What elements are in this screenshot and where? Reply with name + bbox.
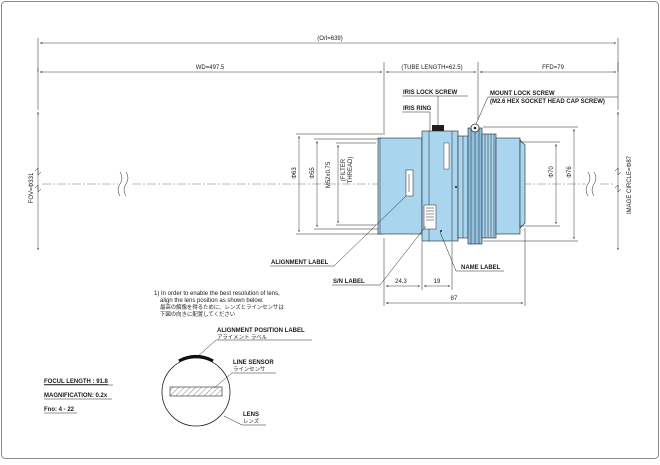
right-diameter-dims (483, 126, 578, 242)
fov-dimension (34, 112, 42, 250)
detail-line-sensor-jp: ラインセンサ (233, 366, 265, 373)
dim-dia-55: Φ55 (310, 167, 316, 179)
spec-magnification: MAGNIFICATION: 0.2x (44, 393, 108, 399)
dim-fov: FOV=Φ331 (29, 172, 35, 203)
callout-iris-lock-screw: IRIS LOCK SCREW (403, 90, 458, 96)
left-diameter-dims (296, 133, 383, 235)
callout-name-label: NAME LABEL (461, 265, 501, 271)
dim-dia-70: Φ70 (549, 166, 555, 178)
detail-alignment-position-label: ALIGNMENT POSITION LABEL (217, 328, 305, 334)
dim-dia-63: Φ63 (292, 167, 298, 179)
detail-lens-jp: レンズ (243, 417, 260, 425)
dim-filter-label-1: (FILTER (341, 158, 347, 181)
dim-image-circle: IMAGE CIRCLE=Φ87 (627, 155, 633, 214)
specs-block: FOCUL LENGTH : 91.8 MAGNIFICATION: 0.2x … (44, 379, 113, 414)
image-circle-dimension (614, 112, 622, 250)
dim-filter-thread: M52x0.75 (326, 161, 332, 188)
dim-dia-76: Φ76 (567, 166, 573, 178)
dim-filter-label-2: THREAD) (348, 157, 354, 184)
dim-len-24-3: 24.3 (395, 279, 407, 285)
top-dimensions (37, 38, 619, 135)
callout-iris-ring: IRIS RING (403, 106, 432, 112)
spec-fno: Fno: 4 - 22 (44, 407, 75, 413)
note-line-3: 最高の解像を得るために、レンズとラインセンサは (160, 303, 284, 311)
dim-tube-length: (TUBE LENGTH=62.5) (401, 65, 462, 71)
note-line-4: 下図の向きに配置してください (160, 310, 235, 318)
dim-optical-length: (O/I=639) (317, 36, 343, 42)
dim-ffd: FFD=79 (542, 65, 565, 71)
callout-leaders (270, 95, 618, 286)
bottom-length-dims (383, 228, 526, 306)
spec-focal-length: FOCUL LENGTH : 91.8 (44, 379, 109, 385)
lens-body (377, 123, 526, 245)
callout-mount-lock-screw-spec: (M2.6 HEX SOCKET HEAD CAP SCREW) (490, 99, 605, 105)
detail-line-sensor: LINE SENSOR (233, 360, 274, 366)
callout-mount-lock-screw: MOUNT LOCK SCREW (490, 91, 555, 97)
callout-sn-label: S/N LABEL (333, 279, 365, 285)
dim-len-87: 87 (451, 296, 458, 302)
note-line-1: 1) In order to enable the best resolutio… (154, 291, 280, 297)
detail-alignment-position-label-jp: アライメント ラベル (217, 334, 268, 341)
note-line-2: align the lens position as shown below. (160, 298, 264, 304)
dim-len-19: 19 (434, 279, 441, 285)
alignment-detail (161, 339, 312, 427)
dim-working-distance: WD=497.5 (196, 65, 225, 71)
callout-alignment-label: ALIGNMENT LABEL (271, 260, 329, 266)
detail-lens: LENS (243, 412, 259, 418)
